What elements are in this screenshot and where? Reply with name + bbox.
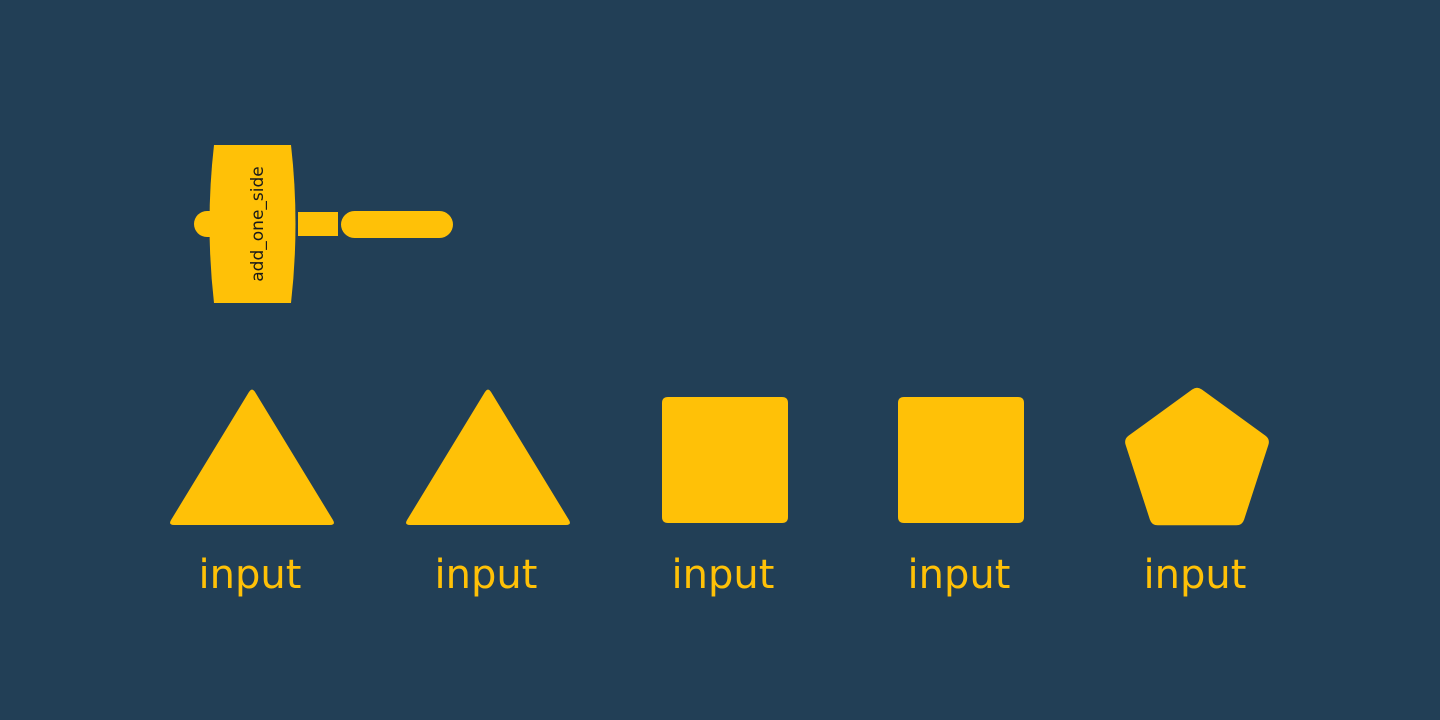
hammer-neck (298, 212, 338, 236)
input-label: input (908, 552, 1011, 598)
input-label: input (435, 552, 538, 598)
input-label: input (199, 552, 302, 598)
input-shapes: input input input input input (170, 387, 1269, 598)
input-label: input (672, 552, 775, 598)
pentagon-shape (1125, 387, 1269, 526)
hammer-handle (341, 211, 453, 238)
input-item: input (170, 389, 334, 598)
triangle-shape (406, 389, 570, 525)
input-item: input (662, 397, 788, 598)
input-item: input (406, 389, 570, 598)
hammer-label: add_one_side (248, 166, 268, 281)
input-item: input (898, 397, 1024, 598)
square-shape (662, 397, 788, 523)
triangle-shape (170, 389, 334, 525)
input-label: input (1144, 552, 1247, 598)
hammer-head (209, 145, 296, 303)
input-item: input (1125, 387, 1269, 598)
hammer-icon: add_one_side (194, 145, 453, 303)
square-shape (898, 397, 1024, 523)
